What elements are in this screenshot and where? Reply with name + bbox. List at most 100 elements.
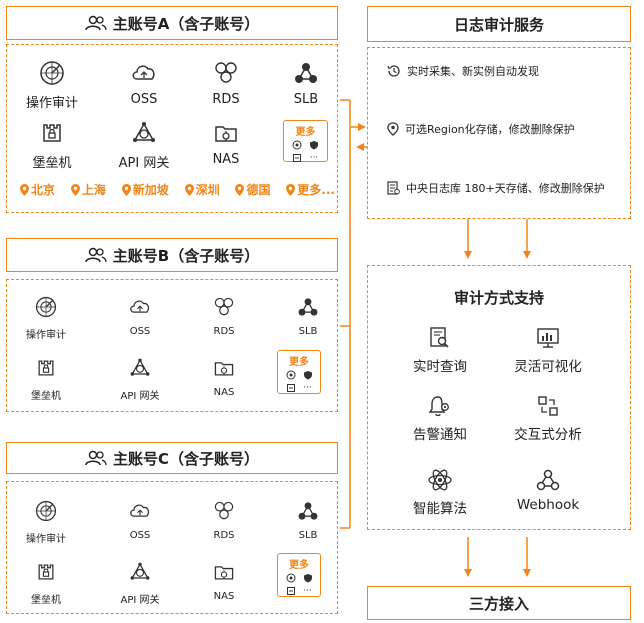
service-oss-label: OSS	[130, 92, 158, 107]
region-beijing-label: 北京	[31, 183, 56, 197]
location-pin-icon	[121, 183, 131, 196]
region-more[interactable]: 更多...	[286, 181, 335, 198]
feature-realtime-query: 实时查询	[385, 325, 495, 375]
service-slb-label: SLB	[293, 92, 319, 107]
service-slb-label: SLB	[298, 530, 318, 541]
step-central-logstore: 中央日志库 180+天存储、修改删除保护	[387, 180, 605, 196]
service-bastion-label: 堡垒机	[31, 595, 61, 606]
feature-alert: 告警通知	[385, 393, 495, 443]
service-rds: RDS	[189, 496, 259, 541]
feature-webhook-label: Webhook	[516, 497, 580, 513]
api-gateway-icon	[130, 562, 150, 580]
users-icon	[85, 247, 107, 263]
folder-icon	[215, 126, 237, 142]
feature-visualization-label: 灵活可视化	[514, 359, 582, 375]
service-oss: OSS	[109, 58, 179, 107]
server-mini-icon	[284, 585, 298, 597]
location-pin-icon	[286, 183, 296, 196]
region-list: 北京 上海 新加坡 深圳 德国 更多...	[20, 181, 335, 198]
step-region-storage: 可选Region化存储，修改删除保护	[387, 121, 575, 137]
region-shanghai[interactable]: 上海	[70, 181, 106, 198]
more-services-label: 更多	[289, 357, 309, 368]
database-cluster-icon	[214, 501, 234, 520]
account-a-title: 主账号A（含子账号）	[112, 14, 260, 33]
service-api-gateway: API 网关	[105, 353, 175, 402]
service-slb: SLB	[273, 292, 343, 337]
fortress-icon	[43, 124, 61, 142]
log-service-title: 日志审计服务	[453, 15, 544, 34]
interaction-flow-icon	[538, 396, 558, 416]
log-service-header: 日志审计服务	[367, 6, 631, 42]
radar-mini-icon	[284, 572, 298, 584]
service-audit: 操作审计	[17, 58, 87, 111]
account-a-panel	[6, 44, 338, 213]
location-pin-icon	[20, 183, 29, 196]
shield-mini-icon	[301, 572, 315, 584]
audit-support-title: 审计方式支持	[453, 289, 544, 307]
region-shenzhen[interactable]: 深圳	[184, 181, 220, 198]
account-a-header: 主账号A（含子账号）	[6, 6, 338, 40]
service-audit-label: 操作审计	[26, 330, 66, 341]
service-audit: 操作审计	[11, 292, 81, 341]
account-c-title: 主账号C（含子账号）	[112, 449, 259, 468]
radar-mini-icon	[290, 139, 304, 151]
ellipsis-icon: ···	[303, 586, 312, 596]
database-cluster-icon	[214, 297, 234, 316]
service-api-gateway-label: API 网关	[118, 156, 170, 171]
service-nas-label: NAS	[212, 152, 240, 167]
service-audit-label: 操作审计	[25, 96, 78, 111]
ellipsis-icon: ···	[303, 383, 312, 393]
service-api-gateway: API 网关	[105, 557, 175, 606]
cloud-icon	[132, 65, 155, 80]
location-pin-icon	[184, 183, 194, 196]
radar-icon	[35, 500, 57, 522]
service-nas: NAS	[189, 557, 259, 602]
feature-visualization: 灵活可视化	[493, 325, 603, 375]
feature-smart-algorithm-label: 智能算法	[413, 501, 467, 517]
region-more-label: 更多...	[297, 183, 335, 197]
fortress-icon	[38, 360, 54, 376]
service-oss-label: OSS	[129, 530, 151, 541]
service-bastion: 堡垒机	[11, 557, 81, 606]
region-singapore-label: 新加坡	[132, 183, 169, 197]
service-rds-label: RDS	[213, 326, 235, 337]
feature-realtime-query-label: 实时查询	[413, 359, 467, 375]
more-services-box[interactable]: 更多 ···	[277, 350, 321, 394]
cloud-icon	[130, 300, 150, 313]
more-services-box[interactable]: 更多 ···	[283, 120, 328, 163]
load-balancer-icon	[295, 63, 317, 83]
api-gateway-icon	[130, 358, 150, 376]
location-pin-icon	[70, 183, 80, 196]
more-services-box[interactable]: 更多 ···	[277, 553, 321, 597]
service-bastion-label: 堡垒机	[31, 391, 61, 402]
location-pin-icon	[235, 183, 245, 196]
region-germany[interactable]: 德国	[235, 181, 270, 198]
region-beijing[interactable]: 北京	[20, 181, 55, 198]
more-services-label: 更多	[295, 127, 316, 138]
service-rds: RDS	[191, 58, 261, 107]
webhook-icon	[536, 469, 560, 491]
location-pin-outline-icon	[387, 122, 399, 136]
service-api-gateway-label: API 网关	[120, 595, 160, 606]
service-bastion: 堡垒机	[11, 353, 81, 402]
monitor-chart-icon	[537, 328, 559, 348]
step-central-logstore-label: 中央日志库 180+天存储、修改删除保护	[406, 182, 605, 195]
users-icon	[84, 15, 107, 31]
folder-icon	[214, 362, 234, 376]
service-slb-label: SLB	[298, 326, 318, 337]
region-singapore[interactable]: 新加坡	[121, 181, 169, 198]
shield-mini-icon	[301, 369, 315, 381]
account-b-header: 主账号B（含子账号）	[6, 238, 338, 272]
service-slb: SLB	[271, 58, 341, 107]
service-api-gateway-label: API 网关	[120, 391, 160, 402]
third-party-box: 三方接入	[367, 586, 631, 620]
service-bastion: 堡垒机	[17, 118, 87, 171]
service-audit-label: 操作审计	[26, 534, 66, 545]
service-slb: SLB	[273, 496, 343, 541]
service-audit: 操作审计	[11, 496, 81, 545]
service-bastion-label: 堡垒机	[32, 156, 72, 171]
radar-icon	[35, 296, 57, 318]
service-oss-label: OSS	[129, 326, 151, 337]
more-services-label: 更多	[289, 560, 309, 571]
region-shanghai-label: 上海	[81, 183, 106, 197]
